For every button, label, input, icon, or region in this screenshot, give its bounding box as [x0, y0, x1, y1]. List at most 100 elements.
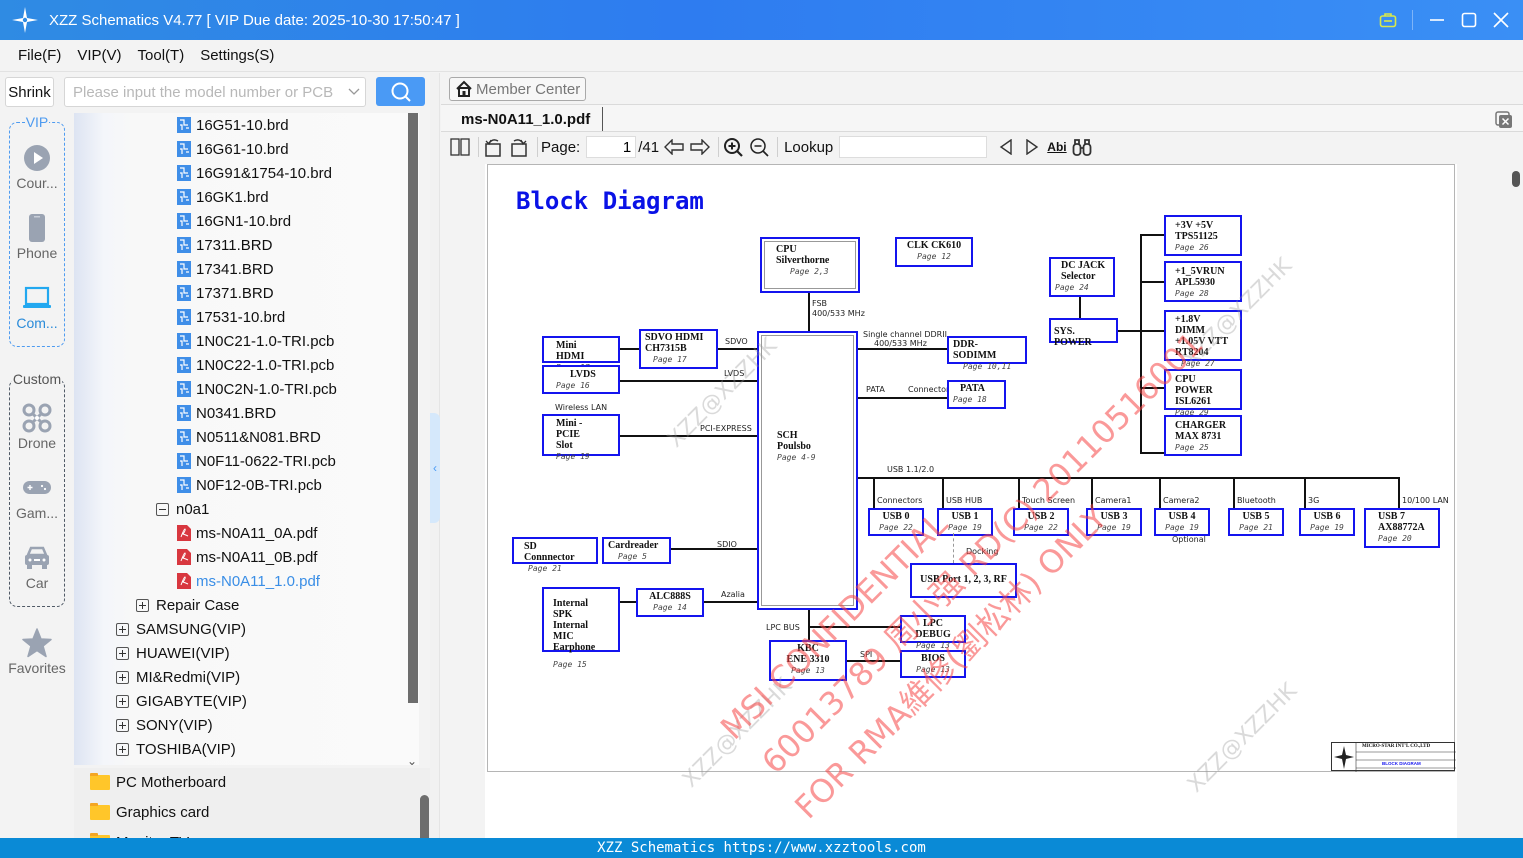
model-search-box[interactable] — [64, 77, 366, 107]
tree-item[interactable]: 16G91&1754-10.brd — [177, 161, 332, 185]
category-favorites[interactable]: Favorites — [0, 628, 74, 676]
tree-item[interactable]: n0a1 — [156, 497, 209, 521]
tree-item[interactable]: TOSHIBA(VIP) — [116, 737, 236, 761]
collapse-panel-button[interactable]: ‹ — [430, 413, 440, 523]
pdf-page-area[interactable]: Block Diagram — [441, 163, 1509, 839]
tree-item[interactable]: Repair Case — [136, 593, 239, 617]
category-computer[interactable]: Com... — [0, 283, 74, 331]
tree-item[interactable]: 17311.BRD — [177, 233, 272, 257]
tree-item[interactable]: 16GN1-10.brd — [177, 209, 291, 233]
close-button[interactable] — [1491, 10, 1511, 30]
model-search-input[interactable] — [65, 78, 343, 106]
folder-graphics-card[interactable]: Graphics card — [90, 800, 209, 824]
close-tabs-icon[interactable] — [1495, 111, 1513, 129]
tree-item[interactable]: ms-N0A11_1.0.pdf — [177, 569, 320, 593]
page-number-input[interactable] — [586, 136, 637, 158]
tree-item[interactable]: GIGABYTE(VIP) — [116, 689, 247, 713]
menu-settings[interactable]: Settings(S) — [200, 47, 275, 64]
category-drone[interactable]: Drone — [0, 403, 74, 451]
shrink-button[interactable]: Shrink — [5, 77, 54, 107]
tab-document[interactable]: ms-N0A11_1.0.pdf — [449, 107, 604, 131]
menu-tool[interactable]: Tool(T) — [137, 47, 185, 64]
tree-item[interactable]: N0341.BRD — [177, 401, 276, 425]
scroll-down-arrow[interactable]: ⌄ — [407, 754, 418, 768]
next-page-icon[interactable] — [689, 136, 711, 158]
panel-splitter[interactable]: ‹ — [430, 73, 440, 838]
tree-item[interactable]: 1N0C22-1.0-TRI.pcb — [177, 353, 334, 377]
folder-scrollbar[interactable] — [420, 795, 429, 843]
member-center-button[interactable]: Member Center — [449, 77, 587, 101]
tree-item[interactable]: N0511&N081.BRD — [177, 425, 321, 449]
zoom-in-icon[interactable] — [722, 136, 744, 158]
block-mini-hdmi[interactable]: Mini HDMIPage 17 — [542, 336, 620, 372]
expand-icon[interactable] — [116, 622, 129, 636]
tree-item[interactable]: 17531-10.brd — [177, 305, 285, 329]
lookup-input[interactable] — [839, 136, 988, 158]
tree-item[interactable]: MI&Redmi(VIP) — [116, 665, 240, 689]
previous-page-icon[interactable] — [663, 136, 685, 158]
category-courses[interactable]: Cour... — [0, 143, 74, 191]
category-phone[interactable]: Phone — [0, 213, 74, 261]
tree-item[interactable]: ms-N0A11_0A.pdf — [177, 521, 317, 545]
find-previous-icon[interactable] — [995, 136, 1017, 158]
tree-item[interactable]: SAMSUNG(VIP) — [116, 617, 246, 641]
expand-icon[interactable] — [116, 718, 129, 732]
rotate-right-icon[interactable] — [508, 136, 530, 158]
rotate-left-icon[interactable] — [482, 136, 504, 158]
tree-item[interactable]: 16G61-10.brd — [177, 137, 289, 161]
tree-item[interactable]: 17371.BRD — [177, 281, 274, 305]
find-next-icon[interactable] — [1021, 136, 1043, 158]
tree-item[interactable]: HUAWEI(VIP) — [116, 641, 230, 665]
tree-item[interactable]: 16GK1.brd — [177, 185, 269, 209]
menu-file[interactable]: File(F) — [18, 47, 62, 64]
menu-vip[interactable]: VIP(V) — [77, 47, 122, 64]
block-usb-port[interactable]: USB Port 1, 2, 3, RF — [910, 563, 1017, 598]
block-sys-power[interactable]: SYS. POWER — [1049, 318, 1118, 348]
search-button[interactable] — [376, 77, 425, 106]
expand-icon[interactable] — [116, 646, 129, 660]
category-games[interactable]: Gam... — [0, 473, 74, 521]
expand-icon[interactable] — [116, 694, 129, 708]
tree-item[interactable]: SONY(VIP) — [116, 713, 213, 737]
tree-item[interactable]: N0F12-0B-TRI.pcb — [177, 473, 322, 497]
match-case-icon[interactable]: Abi — [1047, 136, 1066, 158]
briefcase-icon[interactable] — [1378, 10, 1398, 30]
expand-icon[interactable] — [116, 742, 129, 756]
chevron-down-icon[interactable] — [343, 88, 365, 96]
tree-item[interactable]: 16G51-10.brd — [177, 113, 289, 137]
expand-icon[interactable] — [116, 670, 129, 684]
tree-item[interactable]: 1N0C2N-1.0-TRI.pcb — [177, 377, 337, 401]
tree-scrollbar[interactable] — [408, 113, 418, 703]
maximize-button[interactable] — [1459, 10, 1479, 30]
zoom-out-icon[interactable] — [748, 136, 770, 158]
tree-item[interactable]: 1N0C21-1.0-TRI.pcb — [177, 329, 334, 353]
minimize-button[interactable] — [1427, 10, 1447, 30]
binoculars-icon[interactable] — [1071, 136, 1093, 158]
